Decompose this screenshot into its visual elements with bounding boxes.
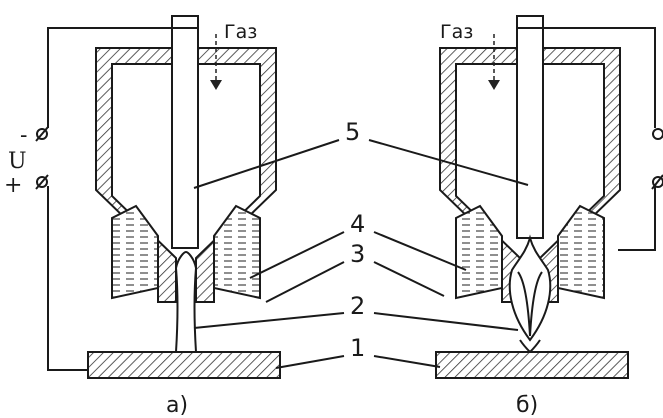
callouts: 5 4 3 2 1 bbox=[193, 118, 529, 369]
minus-sign: - bbox=[20, 123, 27, 148]
plus-sign: + bbox=[4, 173, 22, 198]
electrode-b bbox=[516, 15, 544, 239]
gas-arrow-a bbox=[210, 34, 222, 90]
callout-2: 2 bbox=[350, 292, 365, 320]
callout-1: 1 bbox=[350, 334, 365, 362]
panel-a: - U + Газ а) bbox=[4, 15, 281, 418]
terminal-b-upper bbox=[652, 128, 663, 140]
caption-b: б) bbox=[516, 393, 538, 418]
caption-a: а) bbox=[166, 393, 188, 418]
coolant-chamber-a-left bbox=[111, 204, 159, 300]
workpiece-b bbox=[435, 351, 629, 379]
workpiece-a bbox=[87, 351, 281, 379]
panel-b: Газ б) bbox=[435, 15, 663, 418]
coolant-chamber-b-left bbox=[455, 204, 503, 300]
voltage-label: U bbox=[8, 149, 27, 174]
gas-label-a: Газ bbox=[224, 21, 257, 43]
coolant-chamber-a-right bbox=[213, 204, 261, 300]
callout-3: 3 bbox=[350, 240, 365, 268]
coolant-chamber-b-right bbox=[557, 204, 605, 300]
power-circuit-b bbox=[542, 27, 663, 251]
power-circuit-a: - U + bbox=[4, 27, 172, 371]
arc-column-a bbox=[174, 250, 198, 353]
electrode-a bbox=[171, 15, 199, 249]
gas-arrow-b bbox=[488, 34, 500, 90]
callout-5: 5 bbox=[345, 118, 360, 146]
callout-4: 4 bbox=[350, 210, 365, 238]
plasma-flame-b bbox=[508, 234, 552, 342]
gas-label-b: Газ bbox=[440, 21, 473, 43]
